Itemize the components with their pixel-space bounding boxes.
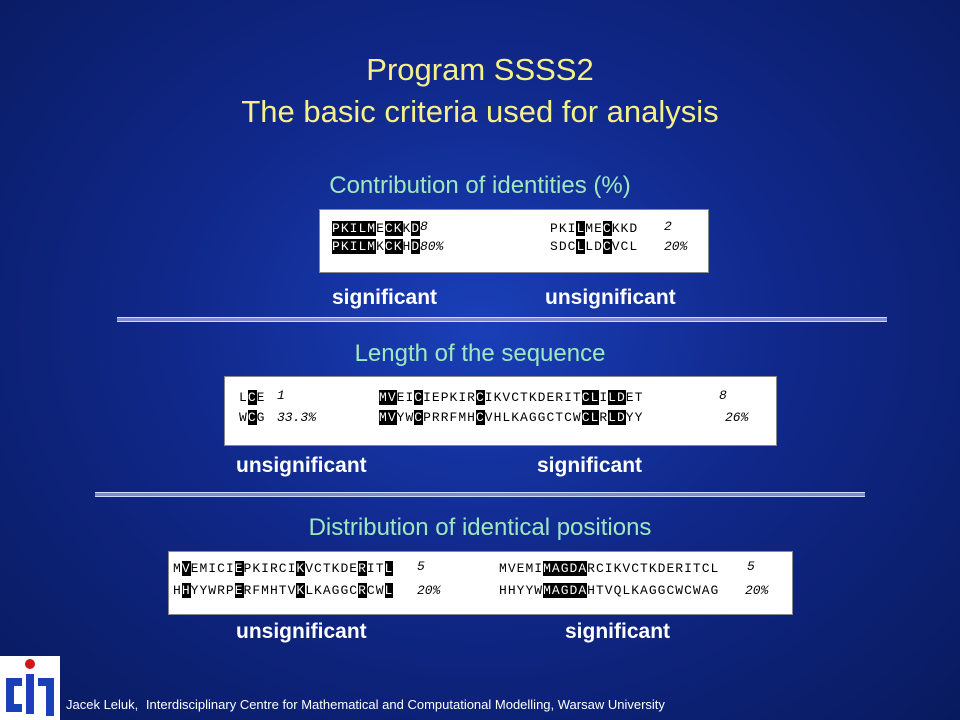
slide-title-line1: Program SSSS2 [366, 52, 594, 87]
alignment-seq2: SDCLLDCVCL [550, 239, 639, 254]
alignment-seq1: MVEICIEPKIRCIKVCTKDERITCLILDET [379, 390, 644, 405]
alignment-seq1: LCE [239, 390, 266, 405]
footer-credit: Jacek Leluk, Interdisciplinary Centre fo… [66, 697, 665, 712]
section-divider [95, 492, 865, 497]
alignment-seq2: MVYWCPRRFMHCVHLKAGGCTCWCLRLDYY [379, 410, 644, 425]
slide-title-line2: The basic criteria used for analysis [241, 94, 719, 129]
identity-count: 2 [664, 219, 672, 234]
alignment-panel-identities: PKILMECKKD PKILMKCKHD 8 80% PKILMECKKD S… [319, 209, 709, 273]
alignment-seq2: WCG [239, 410, 266, 425]
label-unsignificant: unsignificant [545, 286, 676, 309]
label-significant: significant [537, 454, 643, 477]
section-divider [117, 317, 887, 322]
identity-percent: 33.3% [277, 410, 317, 425]
identity-count: 8 [420, 219, 428, 234]
section-title-distribution: Distribution of identical positions [308, 514, 652, 541]
identity-percent: 20% [745, 583, 769, 598]
identity-percent: 26% [725, 410, 749, 425]
alignment-seq2: HHYYWMAGDAHTVQLKAGGCWCWAG [499, 583, 720, 598]
label-unsignificant: unsignificant [236, 620, 367, 643]
identity-count: 8 [719, 388, 727, 403]
identity-count: 1 [277, 388, 285, 403]
identity-count: 5 [747, 559, 755, 574]
alignment-panel-length: LCE WCG 1 33.3% MVEICIEPKIRCIKVCTKDERITC… [224, 376, 777, 446]
identity-percent: 20% [417, 583, 441, 598]
section-title-length: Length of the sequence [354, 340, 606, 367]
alignment-seq2: HHYYWRPERFMHTVKLKAGGCRCWL [173, 583, 394, 598]
alignment-seq2: PKILMKCKHD [332, 239, 421, 254]
footer-affiliation: Interdisciplinary Centre for Mathematica… [145, 697, 665, 712]
alignment-seq1: MVEMICIEPKIRCIKVCTKDERITL [173, 561, 394, 576]
identity-percent: 80% [420, 239, 444, 254]
alignment-seq1: PKILMECKKD [550, 221, 639, 236]
alignment-panel-distribution: MVEMICIEPKIRCIKVCTKDERITL HHYYWRPERFMHTV… [168, 551, 793, 615]
footer-author: Jacek Leluk, [66, 697, 139, 712]
label-significant: significant [332, 286, 438, 309]
alignment-seq1: PKILMECKKD [332, 221, 421, 236]
identity-count: 5 [417, 559, 425, 574]
alignment-seq1: MVEMIMAGDARCIKVCTKDERITCL [499, 561, 720, 576]
label-unsignificant: unsignificant [236, 454, 367, 477]
identity-percent: 20% [664, 239, 688, 254]
section-title-identities: Contribution of identities (%) [329, 172, 631, 199]
institute-logo-icon [0, 656, 60, 720]
label-significant: significant [565, 620, 671, 643]
